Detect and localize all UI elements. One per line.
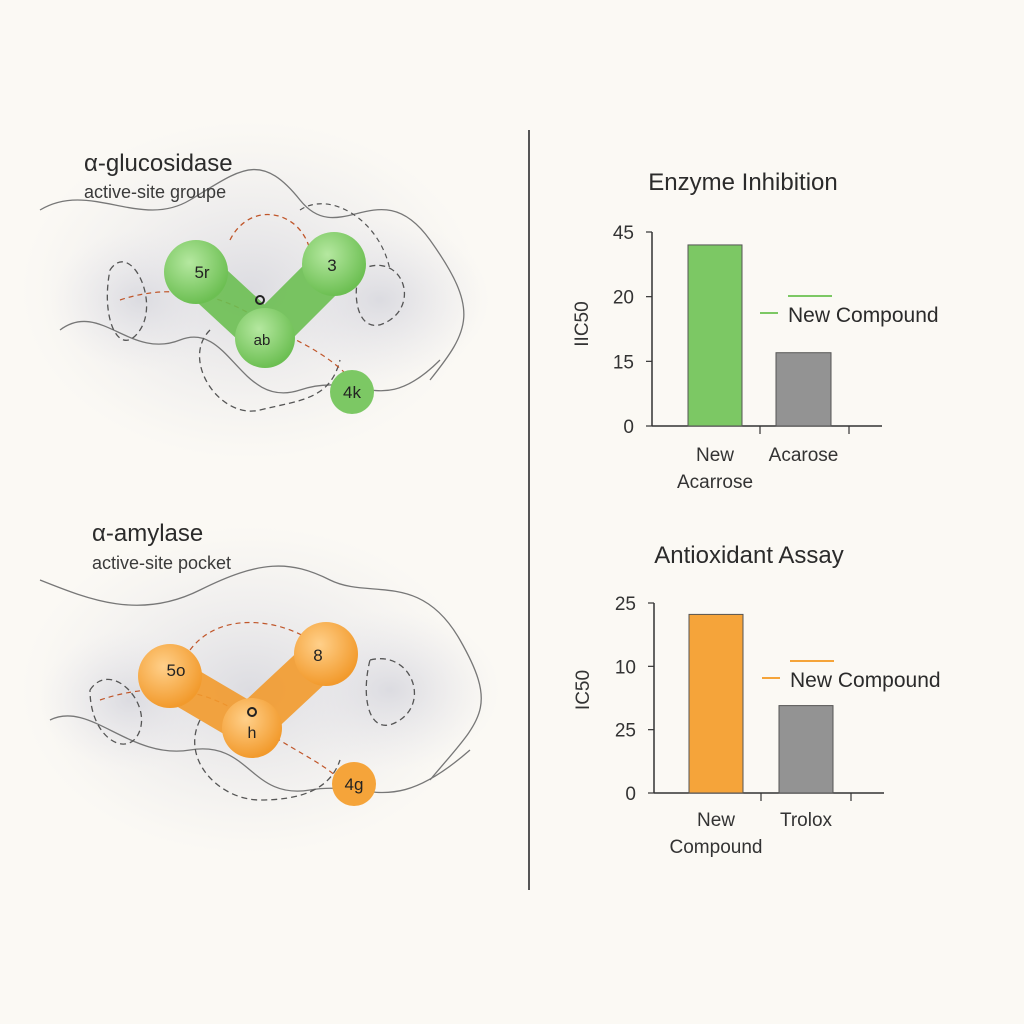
chart1-y-tick-label: 20: [613, 288, 634, 309]
chart2-y-tick-label: 10: [615, 657, 636, 678]
amylase-node-label: 5o: [167, 661, 186, 680]
chart1-y-tick-label: 15: [613, 352, 634, 373]
amylase-node-label: 4g: [345, 775, 364, 794]
molecule-illustrations: 5r 3 ab 4k 5o 8 h 4g: [20, 120, 500, 855]
glucosidase-subtitle: active-site groupe: [84, 182, 227, 202]
amylase-subtitle: active-site pocket: [92, 553, 232, 573]
glucosidase-ligand: 5r 3 ab 4k: [164, 232, 374, 414]
chart1-title: Enzyme Inhibition: [648, 169, 837, 196]
chart2-x-tick-label: Compound: [670, 837, 763, 858]
glucosidase-title: α-glucosidase: [84, 150, 233, 177]
amylase-node-label: h: [248, 725, 257, 742]
chart1-y-tick-label: 0: [623, 417, 634, 438]
chart2-x-tick-label: New: [697, 810, 735, 831]
chart2-y-tick-label: 25: [615, 721, 636, 742]
glucosidase-protein-surface: [20, 120, 490, 460]
chart1-x-tick-label: Acarrose: [677, 472, 753, 493]
chart1-bar: [775, 352, 832, 427]
glucosidase-node-label: ab: [254, 332, 271, 349]
amylase-ligand: 5o 8 h 4g: [138, 622, 376, 806]
chart1-x-tick-label: Acarose: [769, 445, 839, 466]
chart2-y-tick-label: 25: [615, 594, 636, 615]
chart2-bar: [778, 705, 834, 794]
chart1-y-axis-label: IIC50: [572, 301, 593, 346]
chart2-y-tick-label: 0: [625, 784, 636, 805]
amylase-title: α-amylase: [92, 520, 204, 547]
chart2-y-axis-label: IC50: [573, 670, 594, 710]
chart2-title: Antioxidant Assay: [654, 542, 843, 569]
glucosidase-node-label: 3: [327, 256, 336, 275]
chart2-bar: [688, 613, 744, 794]
chart1-bar: [687, 244, 743, 427]
glucosidase-node-label: 4k: [343, 383, 361, 402]
chart1-x-tick-label: New: [696, 445, 734, 466]
chart2-legend-label: New Compound: [790, 669, 941, 692]
chart1-legend-label: New Compound: [788, 304, 939, 327]
glucosidase-node-label: 5r: [194, 263, 209, 282]
panel-divider: [528, 130, 530, 890]
amylase-node-label: 8: [313, 646, 322, 665]
chart1-y-tick-label: 45: [613, 223, 634, 244]
chart2-x-tick-label: Trolox: [780, 810, 833, 831]
